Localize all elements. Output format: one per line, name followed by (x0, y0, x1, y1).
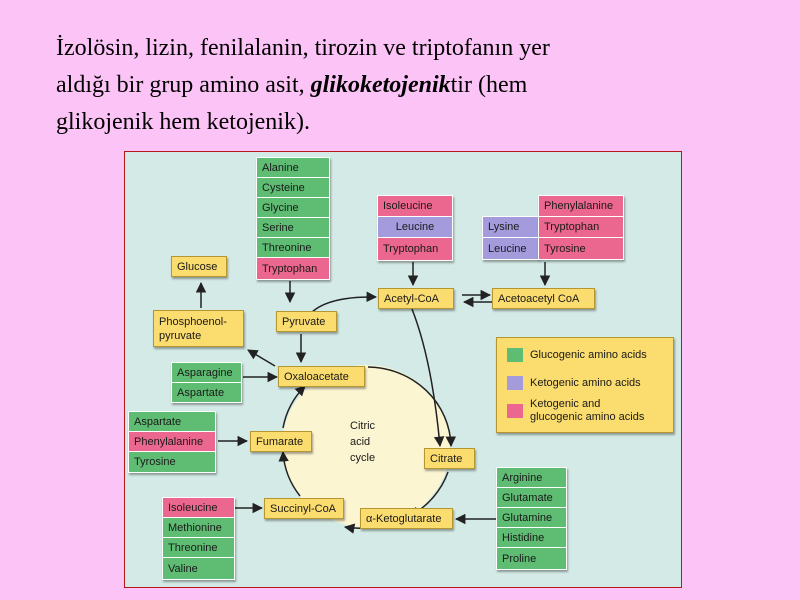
arrow-pyruvate-to-acetylcoa (311, 291, 378, 313)
cycle-arrow-fumarate-to-oaa (282, 385, 306, 429)
amino-acid-cell: Proline (496, 547, 567, 570)
amino-acid-cell: Phenylalanine (128, 431, 216, 452)
fumarate-amino-acid-group: Aspartate Phenylalanine Tyrosine (128, 411, 216, 473)
slide-text-bold-term: glikoketojenik (310, 72, 451, 98)
ketoglutarate-amino-acid-group: Arginine Glutamate Glutamine Histidine P… (496, 467, 567, 570)
slide-text-line3: glikojenik hem ketojenik). (56, 109, 310, 135)
amino-acid-cell: Valine (162, 557, 235, 580)
slide-text-line2-start: aldığı bir grup amino asit, (56, 72, 311, 98)
legend-ketogenic: Ketogenic amino acids (507, 376, 641, 390)
pyruvate-amino-acid-group: Alanine Cysteine Glycine Serine Threonin… (256, 157, 330, 280)
alpha-ketoglutarate-box: α-Ketoglutarate (360, 508, 453, 529)
amino-acid-cell: Aspartate (171, 382, 242, 403)
acetyl-coa-amino-acid-group: Isoleucine Leucine Tryptophan (377, 195, 453, 261)
amino-acid-cell: Asparagine (171, 362, 242, 383)
amino-acid-cell: Lysine (482, 216, 539, 238)
legend-glucogenic: Glucogenic amino acids (507, 348, 647, 362)
acetyl-coa-box: Acetyl-CoA (378, 288, 454, 309)
amino-acid-cell: Histidine (496, 527, 567, 548)
amino-acid-cell: Tyrosine (538, 237, 624, 260)
legend-swatch-ketogenic (507, 376, 523, 390)
amino-acid-cell: Arginine (496, 467, 567, 488)
amino-acid-cell: Glycine (256, 197, 330, 218)
amino-acid-cell: Serine (256, 217, 330, 238)
amino-acid-cell: Tryptophan (377, 237, 453, 261)
amino-acid-cell: Isoleucine (162, 497, 235, 518)
amino-acid-cell: Alanine (256, 157, 330, 178)
amino-acid-cell: Isoleucine (377, 195, 453, 217)
legend-swatch-both (507, 404, 523, 418)
glucose-box: Glucose (171, 256, 227, 277)
fumarate-box: Fumarate (250, 431, 312, 452)
legend-both: Ketogenic and glucogenic amino acids (507, 398, 644, 424)
succinyl-coa-amino-acid-group: Isoleucine Methionine Threonine Valine (162, 497, 235, 580)
amino-acid-cell: Glutamine (496, 507, 567, 528)
slide-text-line1: İzolösin, lizin, fenilalanin, tirozin ve… (56, 35, 550, 61)
amino-acid-cell: Aspartate (128, 411, 216, 432)
acetoacetyl-coa-box: Acetoacetyl CoA (492, 288, 595, 309)
slide-text-line2-end: tir (hem (450, 72, 528, 98)
cycle-arrow-oaa-to-citrate (367, 366, 456, 448)
acetoacetyl-ketogenic-group: Lysine Leucine (482, 216, 539, 260)
amino-acid-cell: Tryptophan (256, 257, 330, 280)
amino-acid-cell: Cysteine (256, 177, 330, 198)
amino-acid-cell: Threonine (162, 537, 235, 558)
amino-acid-cell: Tryptophan (538, 216, 624, 238)
amino-acid-cell: Phenylalanine (538, 195, 624, 217)
pyruvate-box: Pyruvate (276, 311, 337, 332)
legend: Glucogenic amino acids Ketogenic amino a… (496, 337, 674, 433)
slide-text: İzolösin, lizin, fenilalanin, tirozin ve… (56, 30, 776, 141)
citrate-box: Citrate (424, 448, 475, 469)
oxaloacetate-amino-acid-group: Asparagine Aspartate (171, 362, 242, 403)
citric-acid-cycle-label: Citric acid cycle (350, 420, 376, 464)
arrow-oaa-to-pep (247, 349, 276, 367)
amino-acid-cell: Leucine (482, 237, 539, 260)
amino-acid-cell: Threonine (256, 237, 330, 258)
succinyl-coa-box: Succinyl-CoA (264, 498, 344, 519)
amino-acid-cell: Tyrosine (128, 451, 216, 473)
amino-acid-cell: Leucine (377, 216, 453, 238)
amino-acid-cell: Methionine (162, 517, 235, 538)
phosphoenolpyruvate-box: Phosphoenol- pyruvate (153, 310, 244, 347)
oxaloacetate-box: Oxaloacetate (278, 366, 365, 387)
cycle-arrow-succinyl-to-fumarate (278, 450, 301, 497)
arrow-acetylcoa-to-citrate (411, 308, 445, 448)
amino-acid-cell: Glutamate (496, 487, 567, 508)
legend-swatch-glucogenic (507, 348, 523, 362)
acetoacetyl-mixed-group: Phenylalanine Tryptophan Tyrosine (538, 195, 624, 260)
